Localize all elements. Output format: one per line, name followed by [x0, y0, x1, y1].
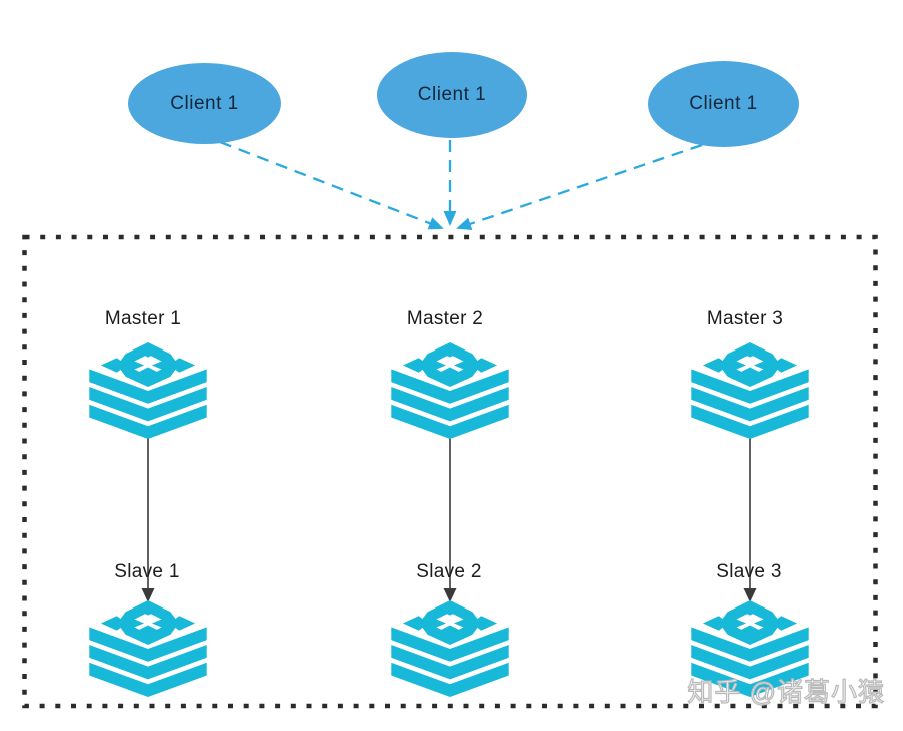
master-2-label: Master 2 [406, 308, 484, 329]
database-stack-icon [89, 598, 207, 698]
slave-3-label: Slave 3 [716, 561, 782, 582]
client-2-label: Client 1 [417, 84, 487, 105]
cluster-boundary [22, 234, 878, 709]
client1-dashed-arrow [219, 140, 444, 230]
client-node-2: Client 1 [377, 52, 527, 138]
client3-dashed-arrow [456, 143, 703, 230]
master-3-label: Master 3 [706, 308, 784, 329]
slave-1-label: Slave 1 [114, 561, 180, 582]
client-node-3: Client 1 [648, 61, 799, 147]
master-1-label: Master 1 [104, 308, 182, 329]
watermark: 知乎 @诸葛小猿 [687, 676, 885, 707]
client-node-1: Client 1 [128, 63, 281, 144]
client-3-label: Client 1 [689, 93, 758, 114]
database-stack-icon [691, 340, 809, 440]
client-1-label: Client 1 [170, 92, 239, 114]
database-stack-icon [391, 340, 509, 440]
database-stack-icon [391, 598, 509, 698]
database-stack-icon [89, 340, 207, 440]
slave-2-label: Slave 2 [416, 561, 482, 582]
